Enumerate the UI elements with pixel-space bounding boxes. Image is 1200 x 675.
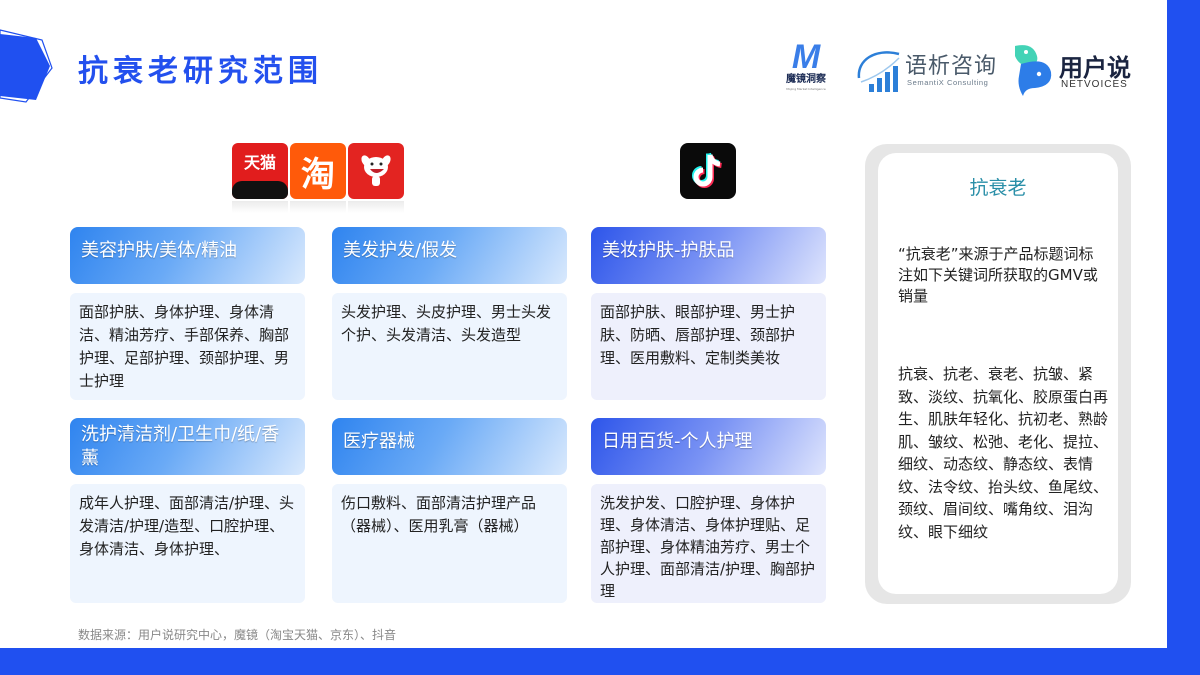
category-items-beauty-skincare: 面部护肤、身体护理、身体清洁、精油芳疗、手部保养、胸部护理、足部护理、颈部护理、… bbox=[70, 293, 305, 400]
category-header-makeup-skincare: 美妆护肤-护肤品 bbox=[591, 227, 826, 284]
jd-icon bbox=[348, 143, 404, 199]
category-items-hair-care: 头发护理、头皮护理、男士头发个护、头发清洁、头发造型 bbox=[332, 293, 567, 400]
category-items-makeup-skincare: 面部护肤、眼部护理、男士护肤、防晒、唇部护理、颈部护理、医用敷料、定制类美妆 bbox=[591, 293, 826, 400]
icon-reflection bbox=[348, 201, 404, 213]
mojing-m-icon: M bbox=[791, 38, 821, 76]
semantix-name: 语析咨询 bbox=[905, 54, 998, 79]
data-source-note: 数据来源：用户说研究中心，魔镜（淘宝天猫、京东）、抖音 bbox=[78, 628, 397, 642]
mojing-tagline: Mojing Market Intelligence bbox=[786, 87, 826, 91]
panel-title: 抗衰老 bbox=[969, 177, 1027, 199]
right-accent-band bbox=[1167, 0, 1200, 675]
panel-inner: 抗衰老 “抗衰老”来源于产品标题词标注如下关键词所获取的GMV或销量 抗衰、抗老… bbox=[878, 153, 1118, 594]
netvoices-logo: 用户说 NETVOICES bbox=[1011, 42, 1141, 98]
hexagon-decoration-icon bbox=[0, 29, 53, 103]
tmall-icon: 天猫 bbox=[232, 143, 288, 199]
category-header-beauty-skincare: 美容护肤/美体/精油 bbox=[70, 227, 305, 284]
mojing-logo: M 魔镜洞察 Mojing Market Intelligence bbox=[778, 40, 834, 98]
taobao-label: 淘 bbox=[301, 154, 335, 195]
category-items-cleaning-hygiene: 成年人护理、面部清洁/护理、头发清洁/护理/造型、口腔护理、身体清洁、身体护理、 bbox=[70, 484, 305, 603]
douyin-icon bbox=[680, 143, 736, 199]
semantix-chart-icon bbox=[857, 51, 900, 92]
icon-reflection bbox=[290, 201, 346, 213]
netvoices-tagline: NETVOICES bbox=[1061, 79, 1128, 90]
icon-reflection bbox=[232, 201, 288, 213]
taobao-icon: 淘 bbox=[290, 143, 346, 199]
netvoices-bubbles-icon bbox=[1015, 45, 1052, 96]
category-items-medical-devices: 伤口敷料、面部清洁护理产品（器械）、医用乳膏（器械） bbox=[332, 484, 567, 603]
panel-description: “抗衰老”来源于产品标题词标注如下关键词所获取的GMV或销量 bbox=[898, 245, 1098, 305]
category-items-personal-care: 洗发护发、口腔护理、身体护理、身体清洁、身体护理贴、足部护理、身体精油芳疗、男士… bbox=[591, 484, 826, 603]
ecommerce-platform-icons: 天猫 淘 bbox=[232, 143, 404, 213]
category-header-personal-care: 日用百货-个人护理 bbox=[591, 418, 826, 475]
mojing-name: 魔镜洞察 bbox=[786, 74, 826, 85]
anti-aging-definition-panel: 抗衰老 “抗衰老”来源于产品标题词标注如下关键词所获取的GMV或销量 抗衰、抗老… bbox=[865, 144, 1131, 604]
bottom-accent-band bbox=[0, 648, 1200, 675]
tmall-cat-face bbox=[232, 181, 288, 199]
category-header-hair-care: 美发护发/假发 bbox=[332, 227, 567, 284]
douyin-note-icon bbox=[692, 152, 722, 188]
category-header-medical-devices: 医疗器械 bbox=[332, 418, 567, 475]
tmall-label: 天猫 bbox=[243, 153, 276, 172]
page-title: 抗衰老研究范围 bbox=[78, 54, 323, 89]
semantix-tagline: SemantiX Consulting bbox=[907, 78, 989, 87]
panel-keywords: 抗衰、抗老、衰老、抗皱、紧致、淡纹、抗氧化、胶原蛋白再生、肌肤年轻化、抗初老、熟… bbox=[898, 365, 1109, 541]
jd-dog-icon bbox=[361, 155, 391, 186]
netvoices-name: 用户说 bbox=[1059, 54, 1131, 82]
category-header-cleaning-hygiene: 洗护清洁剂/卫生巾/纸/香薰 bbox=[70, 418, 305, 475]
semantix-logo: 语析咨询 SemantiX Consulting bbox=[853, 44, 1003, 96]
